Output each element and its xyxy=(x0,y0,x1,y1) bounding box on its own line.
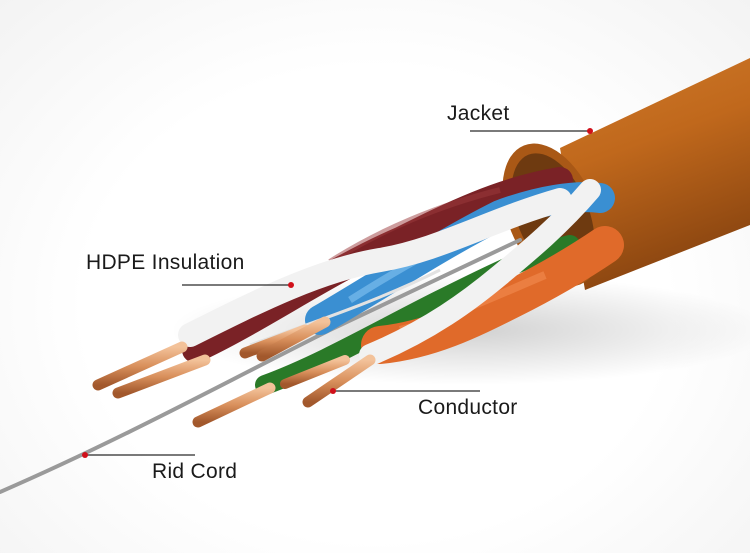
copper-conductors xyxy=(92,316,376,428)
conductor-label: Conductor xyxy=(418,396,518,419)
callout-insulation xyxy=(182,282,294,288)
rip-cord-label: Rid Cord xyxy=(152,460,238,483)
rip-cord xyxy=(0,238,522,494)
callout-rip-cord xyxy=(82,452,195,458)
callout-conductor xyxy=(330,388,480,394)
jacket-label: Jacket xyxy=(447,102,510,125)
insulation-label: HDPE Insulation xyxy=(86,251,245,274)
callout-jacket xyxy=(470,128,593,134)
twisted-pairs xyxy=(178,167,624,395)
